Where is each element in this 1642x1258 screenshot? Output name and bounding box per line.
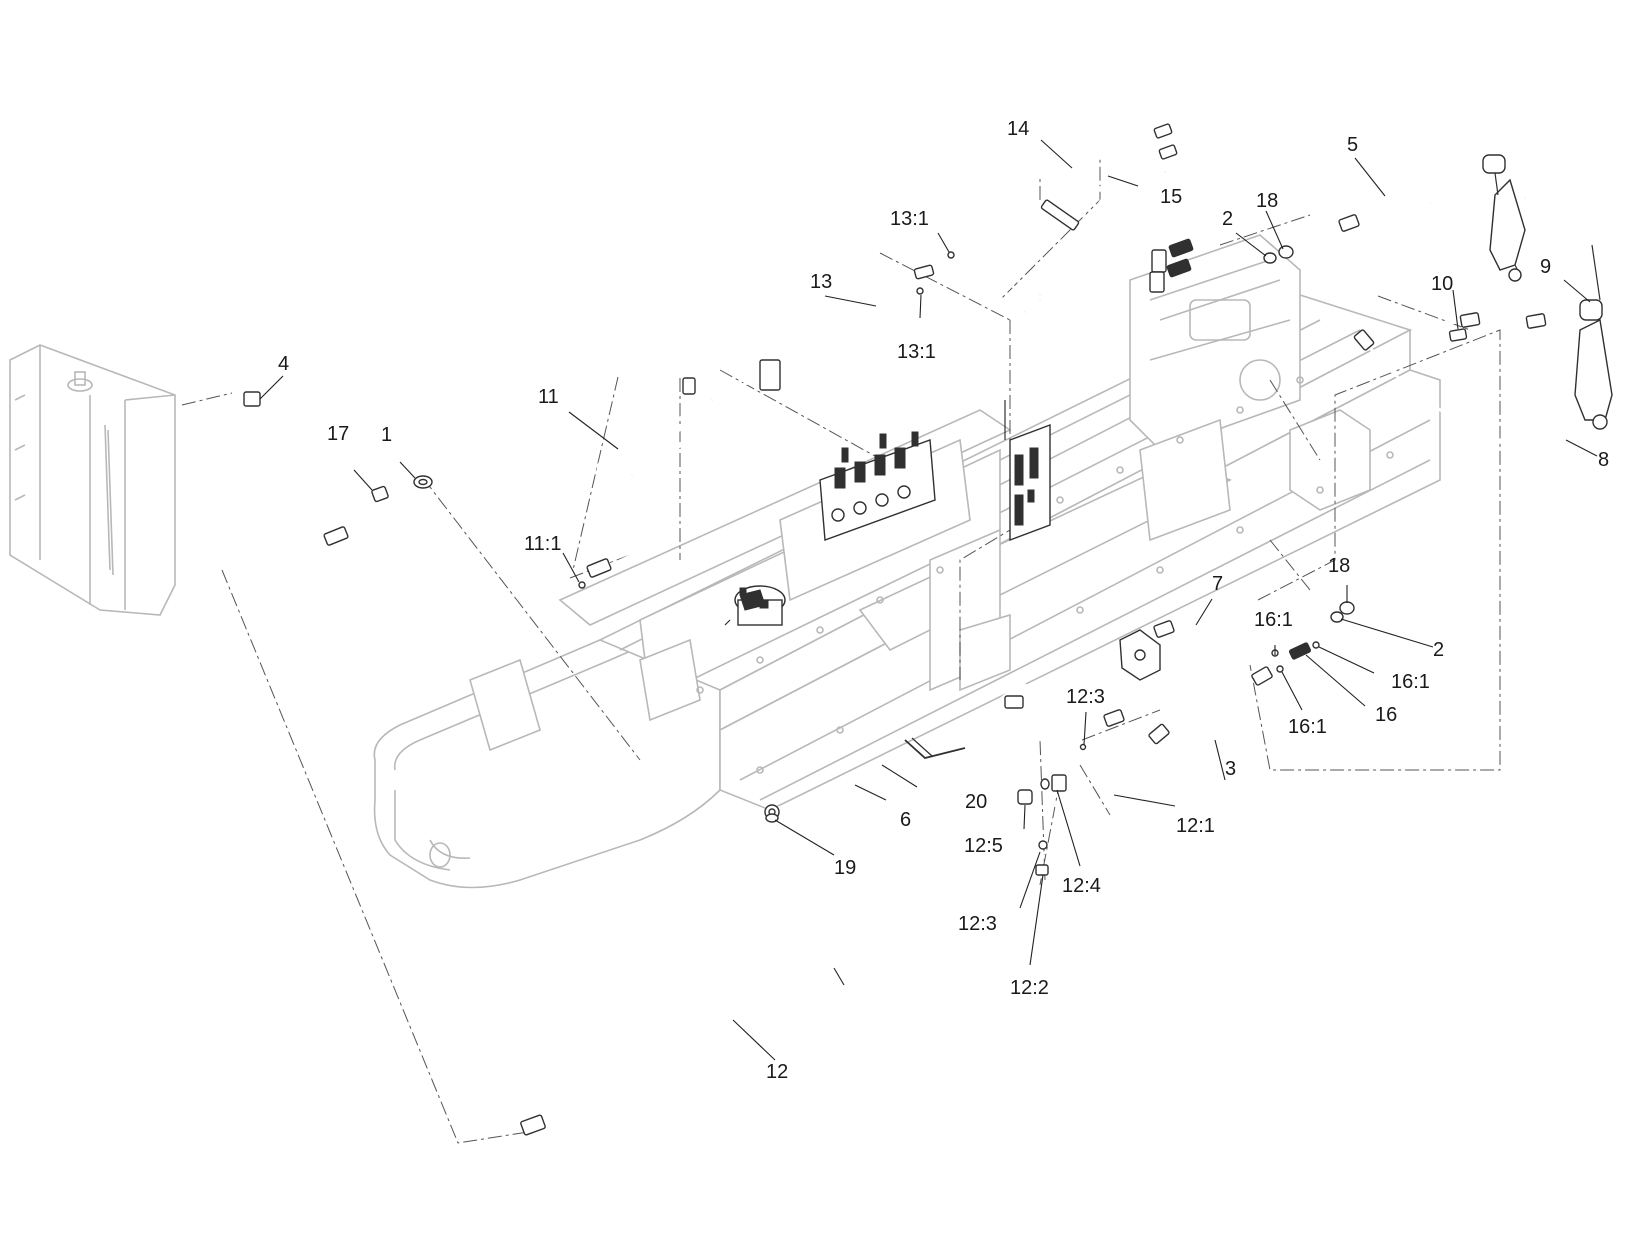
fitting-12-4 bbox=[1051, 774, 1067, 792]
hose-4 bbox=[252, 401, 336, 560]
quick-couplers bbox=[1149, 238, 1194, 293]
callout-11-1: 11:1 bbox=[524, 533, 561, 555]
valve-components bbox=[724, 154, 1613, 681]
washer-18-right bbox=[1339, 601, 1355, 615]
callout-4: 4 bbox=[278, 353, 289, 375]
callout-13: 13 bbox=[810, 271, 832, 293]
o-ring-13-1-a bbox=[947, 251, 955, 259]
callout-17: 17 bbox=[327, 423, 349, 445]
phantom-lines bbox=[181, 154, 1501, 1144]
hoses-and-tubes bbox=[243, 123, 1607, 1136]
nut-12-5 bbox=[1017, 789, 1033, 805]
callout-18-top: 18 bbox=[1256, 190, 1278, 212]
washer-18-top bbox=[1278, 245, 1294, 259]
callout-2-right: 2 bbox=[1433, 639, 1444, 661]
hose-bracket bbox=[1119, 629, 1161, 681]
callout-14: 14 bbox=[1007, 118, 1029, 140]
callout-3: 3 bbox=[1225, 758, 1236, 780]
callout-16-1-bottom: 16:1 bbox=[1288, 716, 1327, 738]
callout-1: 1 bbox=[381, 424, 392, 446]
callout-6: 6 bbox=[900, 809, 911, 831]
callout-labels: 1 2 2 3 4 5 6 7 8 9 10 11 11:1 12 12:1 1… bbox=[278, 118, 1609, 1083]
o-ring-16-1-b bbox=[1312, 641, 1320, 649]
lift-cylinder-upper bbox=[1482, 154, 1526, 282]
o-ring-11-1 bbox=[578, 581, 586, 589]
callout-12-1: 12:1 bbox=[1176, 815, 1215, 837]
callout-8: 8 bbox=[1598, 449, 1609, 471]
callout-16-1-top: 16:1 bbox=[1254, 609, 1293, 631]
fitting-12-2 bbox=[1035, 864, 1049, 876]
clamp-20 bbox=[904, 739, 966, 759]
callout-13-1-lower: 13:1 bbox=[897, 341, 936, 363]
washer-2-top bbox=[1263, 252, 1277, 264]
callout-12-2: 12:2 bbox=[1010, 977, 1049, 999]
callout-20: 20 bbox=[965, 791, 987, 813]
callout-10: 10 bbox=[1431, 273, 1453, 295]
lift-cylinder-lower bbox=[1574, 244, 1613, 430]
callout-9: 9 bbox=[1540, 256, 1551, 278]
tube-11-upper bbox=[544, 382, 691, 562]
o-ring-12-3-b bbox=[1038, 840, 1048, 850]
callout-15: 15 bbox=[1160, 186, 1182, 208]
control-valve bbox=[819, 431, 936, 541]
chassis-frame bbox=[373, 234, 1441, 889]
fitting-17 bbox=[371, 485, 389, 503]
callout-16: 16 bbox=[1375, 704, 1397, 726]
callout-5: 5 bbox=[1347, 134, 1358, 156]
callout-12-5: 12:5 bbox=[964, 835, 1003, 857]
vertical-valve-block bbox=[1004, 400, 1051, 542]
fitting-10 bbox=[1448, 328, 1468, 342]
frame-holes bbox=[696, 376, 1394, 774]
adapter-16 bbox=[1288, 642, 1312, 660]
callout-12: 12 bbox=[766, 1061, 788, 1083]
filter-assembly bbox=[724, 585, 786, 626]
hydraulic-tank bbox=[9, 344, 176, 616]
callout-7: 7 bbox=[1212, 573, 1223, 595]
callout-2-top: 2 bbox=[1222, 208, 1233, 230]
callout-18-right: 18 bbox=[1328, 555, 1350, 577]
callout-12-3-upper: 12:3 bbox=[1066, 686, 1105, 708]
o-ring-12-4 bbox=[1040, 778, 1050, 790]
washer-2-right bbox=[1330, 611, 1344, 623]
callout-13-1-upper: 13:1 bbox=[890, 208, 929, 230]
fittings-and-seals bbox=[371, 245, 1468, 876]
callout-12-3-lower: 12:3 bbox=[958, 913, 997, 935]
o-ring-12-3-a bbox=[1079, 743, 1087, 751]
callout-11: 11 bbox=[538, 386, 559, 408]
callout-19: 19 bbox=[834, 857, 856, 879]
o-ring-13-1-b bbox=[916, 287, 924, 295]
callout-leaders bbox=[259, 139, 1598, 1061]
callout-16-1-right: 16:1 bbox=[1391, 671, 1430, 693]
o-ring-16-1-c bbox=[1276, 665, 1284, 673]
callout-12-4: 12:4 bbox=[1062, 875, 1101, 897]
